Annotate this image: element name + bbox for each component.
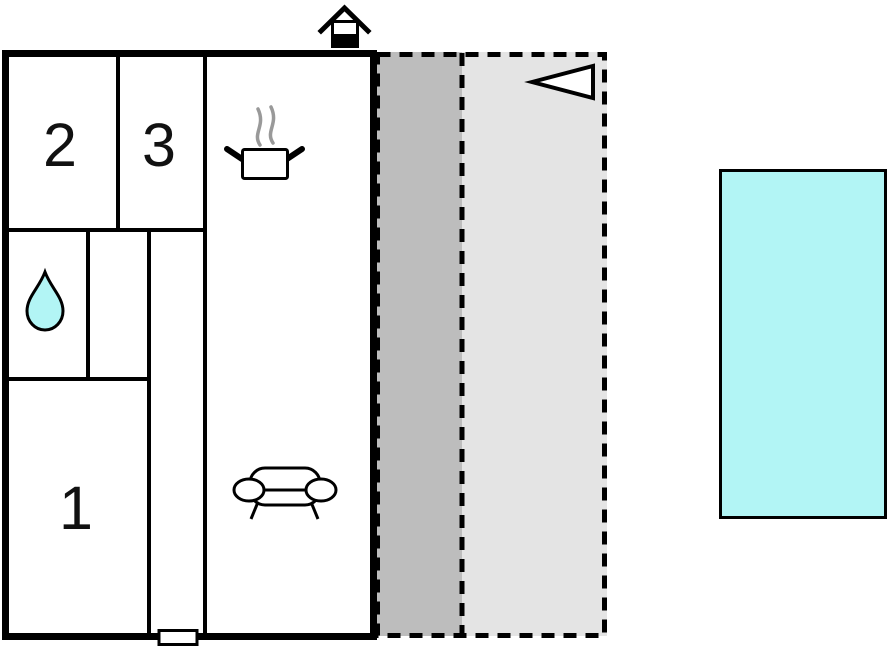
terrace-dashed-outline: [375, 52, 607, 638]
building: [2, 50, 377, 646]
steam-line-right: [268, 105, 276, 145]
room-2-label: 2: [43, 111, 77, 179]
steam-line-left: [255, 107, 263, 147]
terrace-covered-area: [375, 52, 462, 636]
wall-room1-top: [9, 377, 151, 381]
water-drop-icon: [25, 267, 65, 332]
chimney-icon: [317, 4, 372, 48]
wall-bathroom-right: [86, 232, 90, 379]
west-arrow-icon: [524, 63, 595, 101]
cooking-pot-icon: [224, 105, 305, 180]
wall-livingroom-left: [203, 57, 207, 635]
room-1-label: 1: [59, 474, 93, 542]
door-icon: [157, 629, 199, 646]
wall-room2-room3: [116, 57, 120, 230]
terrace: [375, 52, 607, 638]
building-outline: [2, 50, 377, 640]
terrace-open-area: [462, 52, 607, 636]
room-3-label: 3: [142, 111, 176, 179]
wall-bedrooms-bottom: [9, 228, 207, 232]
sofa-icon: [232, 466, 338, 520]
wall-hallway-left: [147, 230, 151, 635]
swimming-pool: [719, 169, 887, 519]
